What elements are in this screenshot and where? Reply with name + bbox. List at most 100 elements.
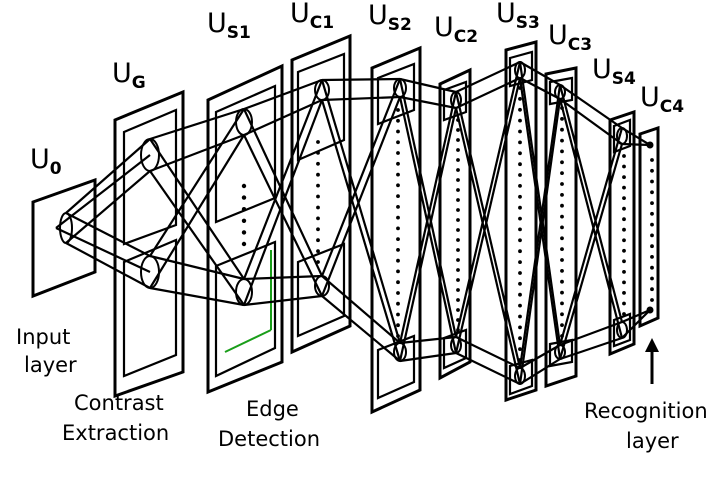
cell-dot — [560, 127, 564, 132]
cell-dot — [622, 185, 626, 190]
connections — [55, 61, 651, 385]
cell-dot — [316, 183, 320, 188]
plane-uc4 — [638, 125, 660, 329]
caption-edge-line1: Edge — [246, 397, 299, 421]
cell-dot — [518, 271, 522, 275]
cell-dot — [518, 238, 522, 243]
cell-dot — [560, 149, 564, 154]
cell-dot — [560, 203, 564, 208]
cell-dot — [518, 107, 522, 112]
cell-dot — [316, 205, 320, 210]
cell-dot — [560, 301, 564, 306]
cell-dot — [518, 162, 522, 167]
cell-dot — [518, 205, 522, 210]
cell-dot — [518, 260, 522, 264]
cell-dot — [650, 233, 654, 238]
cell-dot — [560, 269, 564, 273]
cell-dot — [560, 290, 564, 295]
cell-dot — [650, 298, 654, 302]
cell-dot — [518, 336, 522, 341]
cell-dot — [396, 323, 400, 328]
cell-dot — [456, 128, 460, 132]
cell-dot — [316, 227, 320, 232]
cell-dot — [456, 198, 460, 202]
label-uc1: UC1 — [290, 0, 334, 33]
cell-dot — [316, 194, 320, 199]
cell-dot — [456, 268, 460, 272]
cell-dot — [560, 160, 564, 165]
label-us2: US2 — [368, 0, 412, 35]
cell-dot — [396, 301, 400, 306]
cell-dot — [396, 129, 400, 134]
label-us3: US3 — [496, 0, 540, 33]
cell-dot — [456, 248, 460, 252]
cell-dot — [456, 258, 460, 262]
layer-labels: U0 UG US1 UC1 US2 UC2 US3 UC3 US4 UC4 — [30, 0, 684, 179]
cell-dot — [316, 140, 320, 144]
label-us1: US1 — [207, 8, 251, 43]
cell-dot — [396, 312, 400, 317]
cell-dot — [396, 205, 400, 209]
cell-dot — [650, 168, 654, 173]
cell-dot — [622, 291, 626, 295]
cell-dot — [316, 249, 320, 254]
captions: Input layer Contrast Extraction Edge Det… — [16, 325, 708, 453]
cell-dot — [456, 238, 460, 242]
cell-dot — [560, 323, 564, 327]
cell-dot — [560, 193, 564, 197]
label-uc4: UC4 — [640, 82, 684, 117]
caption-input-line2: layer — [24, 353, 77, 377]
cell-dot — [560, 171, 564, 176]
label-uc2: UC2 — [434, 12, 478, 47]
cell-dot — [456, 328, 460, 332]
cell-dot — [518, 184, 522, 188]
cell-dot — [316, 238, 320, 243]
cell-dot — [396, 118, 400, 123]
cell-dot — [396, 140, 400, 145]
label-us4: US4 — [592, 54, 636, 89]
cell-dot — [456, 208, 460, 212]
cell-dot — [560, 279, 564, 284]
caption-contrast-line1: Contrast — [74, 391, 164, 415]
cell-dot — [456, 118, 460, 122]
cell-dot — [316, 172, 320, 177]
cell-dot — [396, 226, 400, 231]
cell-dot — [518, 314, 522, 319]
cell-dot — [456, 148, 460, 152]
cell-dot — [518, 347, 522, 351]
cell-dot — [456, 228, 460, 232]
cell-dot — [396, 237, 400, 242]
cell-dot — [622, 227, 626, 232]
cell-dot — [316, 161, 320, 166]
cell-dot — [456, 188, 460, 192]
cell-dot — [241, 195, 247, 200]
cell-dot — [622, 217, 626, 222]
cell-dot — [518, 303, 522, 308]
cell-dot — [316, 260, 320, 264]
cell-dot — [456, 168, 460, 172]
cell-dot — [622, 154, 626, 158]
cell-dot — [456, 288, 460, 292]
caption-recognition-line2: layer — [626, 429, 679, 453]
cell-dot — [316, 151, 320, 155]
cell-dot — [456, 158, 460, 162]
cell-dot — [650, 158, 654, 162]
cell-dot — [518, 281, 522, 286]
label-uc3: UC3 — [548, 20, 592, 55]
cell-dot — [560, 236, 564, 241]
cell-dot — [518, 325, 522, 330]
cell-dot — [622, 248, 626, 253]
cell-dot — [650, 190, 654, 195]
cell-dot — [396, 172, 400, 177]
cell-dot — [650, 244, 654, 249]
cell-dot — [560, 334, 564, 338]
cell-dot — [518, 151, 522, 156]
cell-dot — [560, 312, 564, 317]
caption-edge-line2: Detection — [218, 427, 320, 451]
cell-dot — [650, 222, 654, 227]
cell-dot — [560, 138, 564, 143]
cell-dot — [396, 215, 400, 220]
cell-dot — [560, 258, 564, 262]
cell-dot — [396, 161, 400, 166]
cell-dot — [396, 291, 400, 295]
